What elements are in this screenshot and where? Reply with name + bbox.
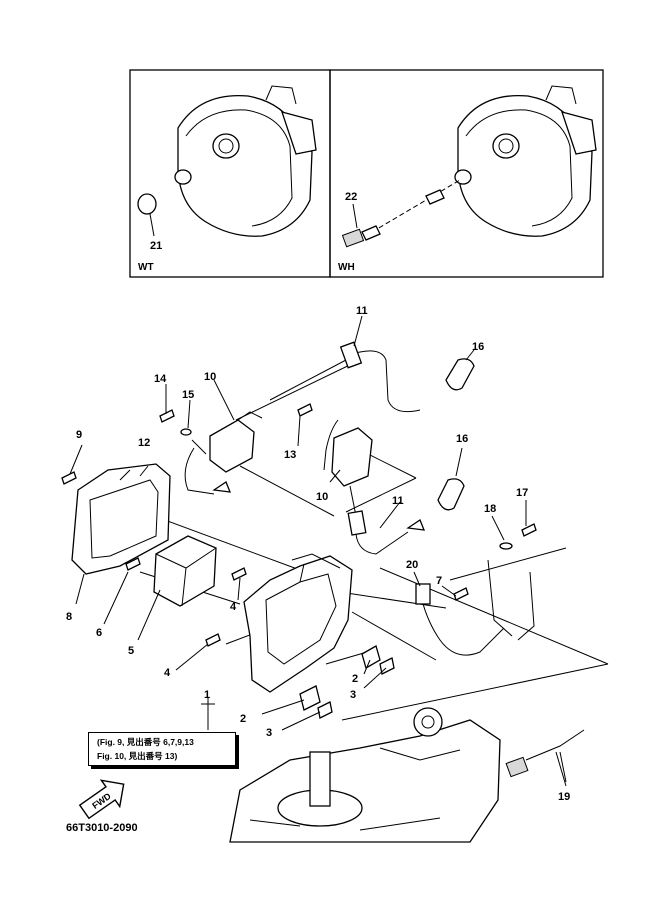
callout-13: 13 (284, 449, 296, 461)
callout-19: 19 (558, 791, 570, 803)
callout-18: 18 (484, 503, 496, 515)
inset-panels (129, 69, 604, 278)
callout-6: 6 (96, 627, 102, 639)
lead-19 (505, 729, 585, 783)
collar-3-lower (317, 701, 333, 719)
cord-11-upper (269, 315, 421, 413)
callout-3-lower: 3 (266, 727, 272, 739)
flywheel-cover-wh (341, 85, 597, 248)
callout-14: 14 (154, 373, 167, 385)
grommet-2-lower (299, 685, 321, 711)
callout-4-upper: 4 (230, 601, 237, 613)
callout-15: 15 (182, 389, 194, 401)
sensor-22 (341, 228, 365, 248)
drawing-code: 66T3010-2090 (66, 822, 138, 834)
control-unit-5 (153, 535, 217, 607)
callout-12: 12 (138, 437, 150, 449)
cap-16-upper (445, 349, 475, 391)
callout-2-upper: 2 (352, 673, 358, 685)
cord-11-lower (347, 510, 426, 555)
callout-7: 7 (436, 575, 442, 587)
callout-1: 1 (204, 689, 210, 701)
note-line-1: (Fig. 9, 見出番号 6,7,9,13 (97, 737, 194, 747)
leader-lines (69, 384, 567, 787)
ignition-coil-10-lower (323, 419, 373, 517)
wire-harness-20 (413, 559, 535, 656)
powerhead-block (229, 707, 501, 843)
callout-9: 9 (76, 429, 82, 441)
callout-16-upper: 16 (472, 341, 484, 353)
cap-16-lower (437, 447, 465, 511)
callout-10-upper: 10 (204, 371, 216, 383)
callout-16-lower: 16 (456, 433, 468, 445)
callout-3-upper: 3 (350, 689, 356, 701)
ignition-coil-10-upper (184, 379, 263, 495)
callout-21: 21 (150, 240, 162, 252)
callout-5: 5 (128, 645, 134, 657)
base-plate-1 (243, 553, 353, 693)
fasteners (61, 403, 537, 719)
callout-22: 22 (345, 191, 357, 203)
callout-10-lower: 10 (316, 491, 328, 503)
note-line-2: Fig. 10, 見出番号 13) (97, 751, 178, 761)
callout-17: 17 (516, 487, 528, 499)
fwd-arrow-icon: FWD (78, 779, 125, 820)
grommet-2-upper (361, 645, 381, 669)
inset-label-wh: WH (338, 262, 355, 273)
callout-4-lower: 4 (164, 667, 171, 679)
callout-8: 8 (66, 611, 72, 623)
figure-reference-note: (Fig. 9, 見出番号 6,7,9,13 Fig. 10, 見出番号 13) (88, 732, 236, 766)
callout-2-lower: 2 (240, 713, 246, 725)
callout-11-upper: 11 (356, 305, 368, 317)
callout-20: 20 (406, 559, 418, 571)
cap-21 (137, 193, 157, 215)
flywheel-cover-wt (137, 85, 317, 237)
inset-label-wt: WT (138, 262, 154, 273)
callout-11-lower: 11 (392, 495, 404, 507)
bracket-cover-8 (71, 463, 171, 575)
assembly-guide-lines (99, 359, 609, 721)
